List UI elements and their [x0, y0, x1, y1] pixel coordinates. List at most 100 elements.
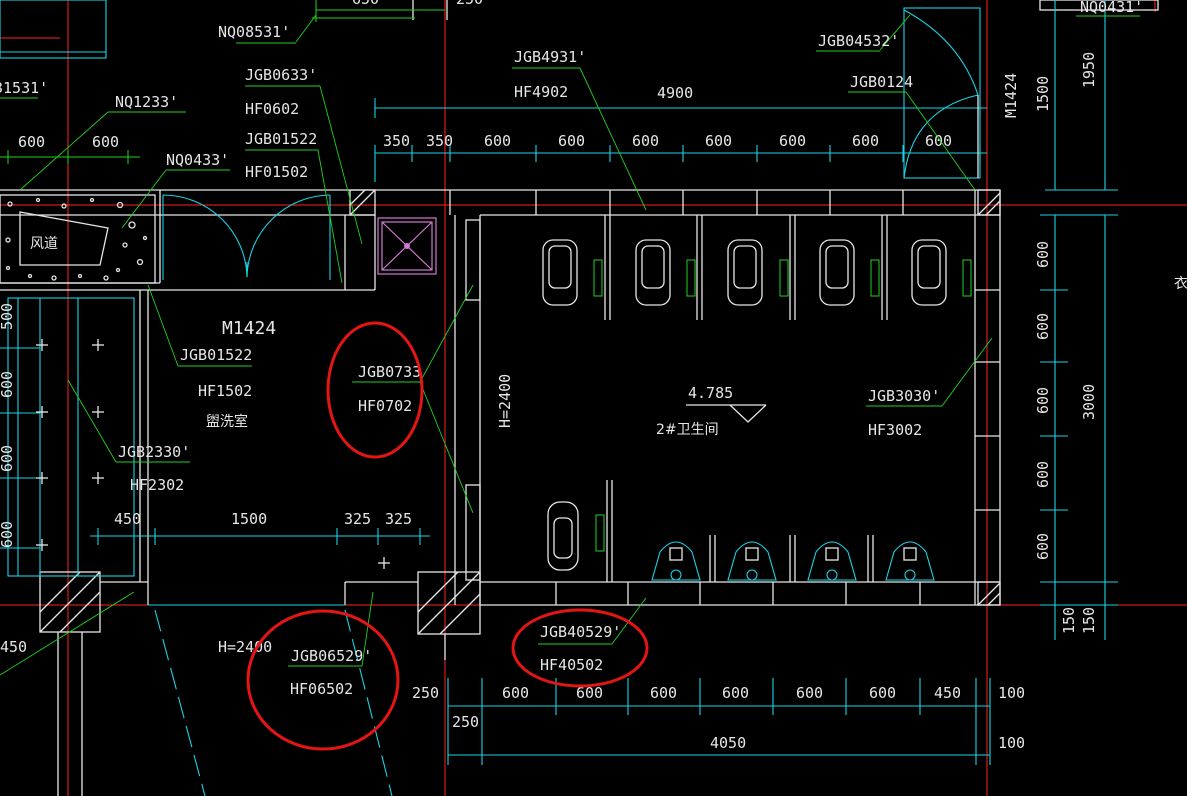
label-hf3002: HF3002	[868, 421, 922, 439]
hatch-b1	[977, 192, 1001, 216]
urinal-2-bowl	[641, 245, 665, 289]
dashed-slope-2	[344, 609, 393, 796]
leader-jgb06529	[361, 591, 374, 667]
squat-toilet-3	[807, 541, 857, 581]
col1-h3	[59, 591, 101, 633]
dim-bottom-total: 4050	[710, 734, 746, 752]
door-jamb-lower	[465, 484, 481, 581]
dim-bottom-2: 600	[502, 684, 529, 702]
sp9	[115, 267, 121, 273]
leader-jgb04532	[879, 14, 911, 51]
left-wash-room-grid: 500 600 600 600	[0, 297, 390, 577]
squat-4-drain	[904, 569, 916, 581]
left-room-inner-outline	[7, 297, 135, 577]
leader-nq1233	[19, 111, 109, 191]
leader-jgb01522	[317, 149, 343, 284]
leader-jgb0124	[905, 91, 976, 191]
hatch-b2	[985, 200, 1001, 216]
flush-b1	[595, 514, 605, 552]
sp14	[5, 237, 11, 243]
dim-left-col-3: 600	[0, 445, 16, 472]
sp6	[128, 221, 136, 229]
dim-right-bottom-1: 150	[1060, 607, 1078, 634]
top-right-door: M1424	[903, 7, 1020, 179]
sp13	[27, 273, 33, 279]
fixtures-bottom-row	[547, 480, 935, 582]
label-jgb4931: JGB4931'	[514, 48, 586, 66]
shaft-box	[377, 217, 437, 275]
leader-lower-left	[0, 591, 135, 676]
urinals-top-row	[542, 215, 972, 320]
bottom-dimension-chain: 250 600 600 600 600 600 600 450 100 250 …	[0, 638, 1025, 765]
leader-jgb4931	[579, 67, 647, 211]
column-bottom-middle	[417, 571, 481, 635]
flush-valves-top	[593, 259, 972, 297]
label-jgb0733: JGB0733	[358, 363, 421, 381]
col2-h3	[439, 593, 481, 635]
mid-dimension-chain: 450 1500 325 325	[90, 510, 430, 545]
sp12	[51, 275, 57, 281]
dim-top-7: 600	[779, 132, 806, 150]
label-hf01502: HF01502	[245, 163, 308, 181]
dim-left-col-1: 500	[0, 303, 16, 330]
left-top-dimensions: 600 600	[0, 133, 140, 164]
label-jgb0124: JGB0124	[850, 73, 913, 91]
dim-bottom-right: 100	[998, 734, 1025, 752]
urinal-3-body	[727, 239, 763, 306]
squat-1-drain	[670, 569, 682, 581]
sp8	[136, 258, 144, 266]
col2-h1	[417, 571, 481, 635]
dim-mid-4: 325	[385, 510, 412, 528]
dim-top-1: 350	[383, 132, 410, 150]
label-jgb04532: JGB04532'	[818, 32, 899, 50]
dim-bottom-1: 250	[412, 684, 439, 702]
upper-left-room-outline	[0, 0, 107, 59]
top-left-fragments: 650 250	[0, 0, 1159, 59]
dim-mid-3: 325	[344, 510, 371, 528]
label-nq08531: NQ08531'	[218, 23, 290, 41]
urinal-4-body	[819, 239, 855, 306]
double-door-wash-room	[162, 194, 331, 280]
top-right-stub	[1039, 0, 1159, 11]
column-top-right-hatch	[977, 189, 1001, 216]
dim-mid-1: 450	[114, 510, 141, 528]
urinal-bottom-body	[547, 501, 579, 571]
dim-bottom-5: 600	[722, 684, 749, 702]
flush-t3	[779, 259, 789, 297]
label-hf0602: HF0602	[245, 100, 299, 118]
dim-top-4: 600	[558, 132, 585, 150]
dim-right-top-2: 1950	[1080, 52, 1098, 88]
sp15	[5, 265, 11, 271]
col1-h1	[39, 571, 101, 633]
leader-jgb01522l	[147, 284, 179, 367]
label-m1424-right: M1424	[1002, 73, 1020, 118]
dim-right-total: 3000	[1080, 384, 1098, 420]
urinal-4	[819, 239, 855, 306]
label-room-wash: 盥洗室	[206, 413, 248, 430]
label-jgb0633: JGB0633'	[245, 66, 317, 84]
dim-right-5: 600	[1034, 533, 1052, 560]
label-nq0431: NQ0431'	[1080, 0, 1143, 16]
label-hf1502: HF1502	[198, 382, 252, 400]
dim-right-4: 600	[1034, 461, 1052, 488]
dim-top-total: 4900	[657, 84, 693, 102]
sp7	[122, 242, 128, 248]
air-duct-inner	[19, 211, 109, 266]
hatch-c2	[987, 592, 1001, 606]
elevation-marker: 4.785	[686, 384, 767, 423]
dashed-slope-1	[154, 609, 206, 796]
label-elevation: 4.785	[688, 384, 733, 402]
squat-2-tank	[745, 547, 759, 561]
leader-jgb2330	[67, 379, 117, 463]
dim-top-6: 600	[705, 132, 732, 150]
wall-bottom-joints	[555, 582, 921, 605]
dim-bottom-3: 600	[576, 684, 603, 702]
duct-speckles	[5, 197, 148, 281]
squat-2-drain	[746, 569, 758, 581]
wall-top-joints	[449, 190, 904, 215]
urinal-2-body	[635, 239, 671, 306]
urinal-1	[542, 239, 578, 306]
dim-top-5: 600	[632, 132, 659, 150]
urinal-1-bowl	[548, 245, 572, 289]
